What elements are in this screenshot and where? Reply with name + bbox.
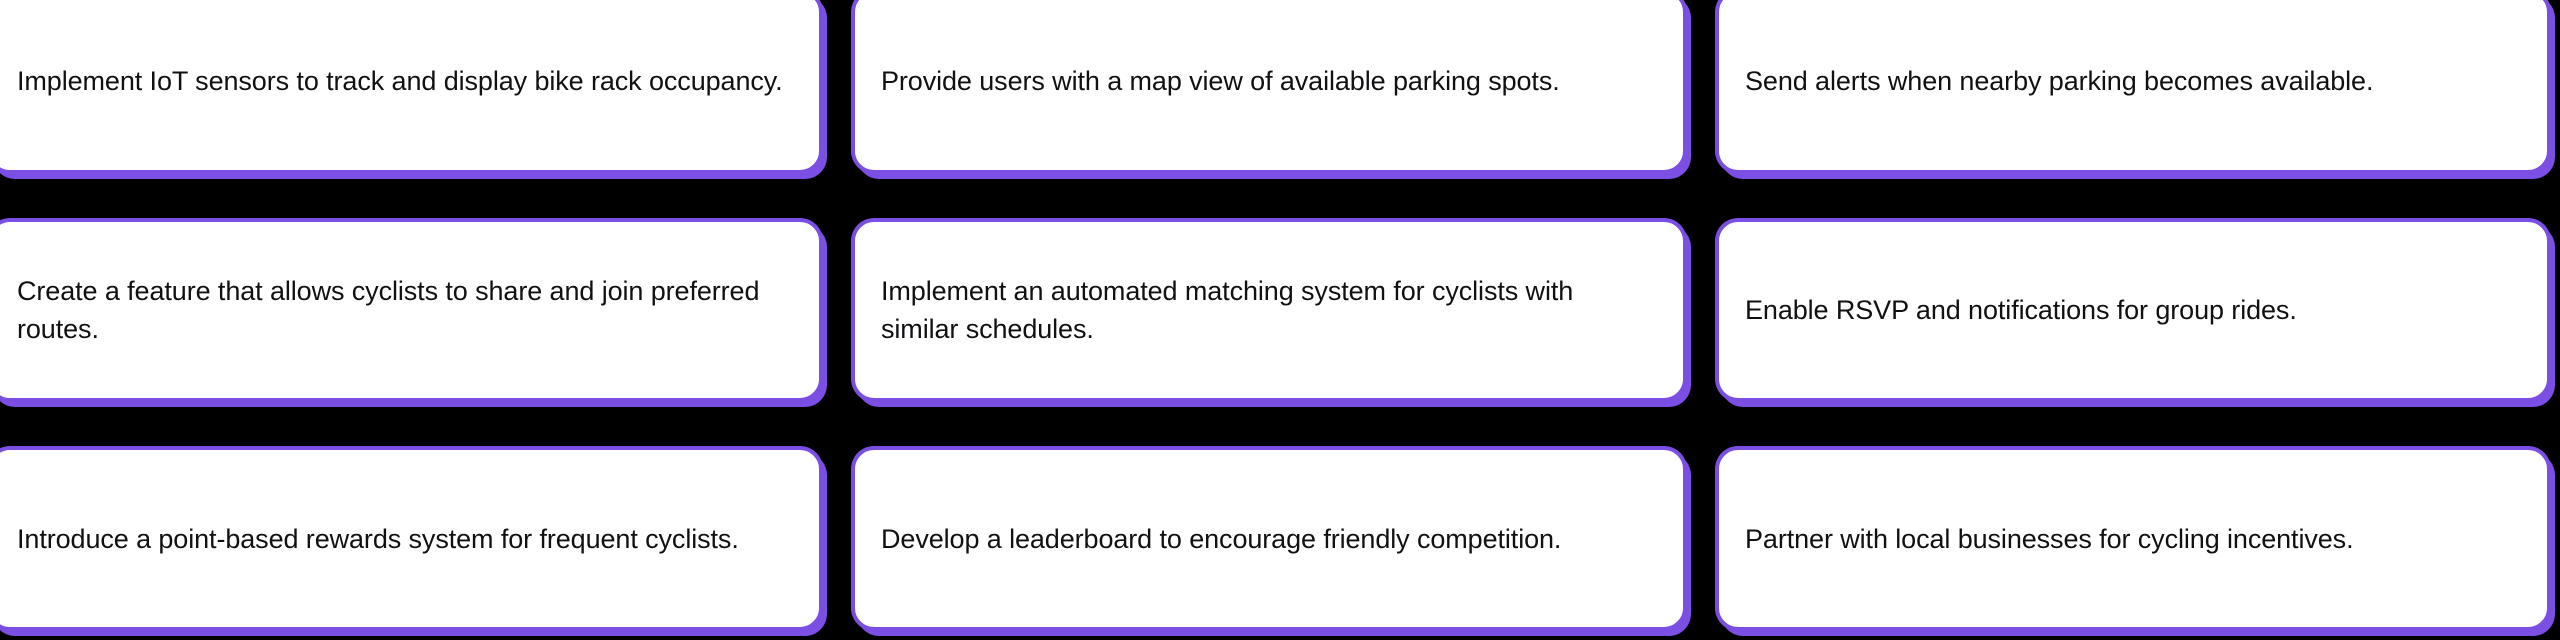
idea-card[interactable]: Implement IoT sensors to track and displ… <box>0 0 822 173</box>
idea-card-text: Implement IoT sensors to track and displ… <box>17 66 783 97</box>
idea-card-text: Enable RSVP and notifications for group … <box>1745 294 2297 325</box>
idea-card-text: Partner with local businesses for cyclin… <box>1745 523 2354 554</box>
idea-card-text: Send alerts when nearby parking becomes … <box>1745 66 2374 97</box>
idea-card-text: Introduce a point-based rewards system f… <box>17 523 739 554</box>
idea-card[interactable]: Implement an automated matching system f… <box>852 218 1686 402</box>
idea-card[interactable]: Partner with local businesses for cyclin… <box>1716 447 2550 630</box>
idea-card[interactable]: Enable RSVP and notifications for group … <box>1716 218 2550 402</box>
idea-card[interactable]: Send alerts when nearby parking becomes … <box>1716 0 2550 173</box>
idea-card[interactable]: Develop a leaderboard to encourage frien… <box>852 447 1686 630</box>
idea-card[interactable]: Provide users with a map view of availab… <box>852 0 1686 173</box>
idea-card-text: Provide users with a map view of availab… <box>881 66 1560 97</box>
idea-card-text: Implement an automated matching system f… <box>881 275 1574 344</box>
idea-card[interactable]: Introduce a point-based rewards system f… <box>0 447 822 630</box>
idea-card-text: Develop a leaderboard to encourage frien… <box>881 523 1562 554</box>
idea-card[interactable]: Create a feature that allows cyclists to… <box>0 218 822 402</box>
idea-card-text: Create a feature that allows cyclists to… <box>17 275 760 344</box>
